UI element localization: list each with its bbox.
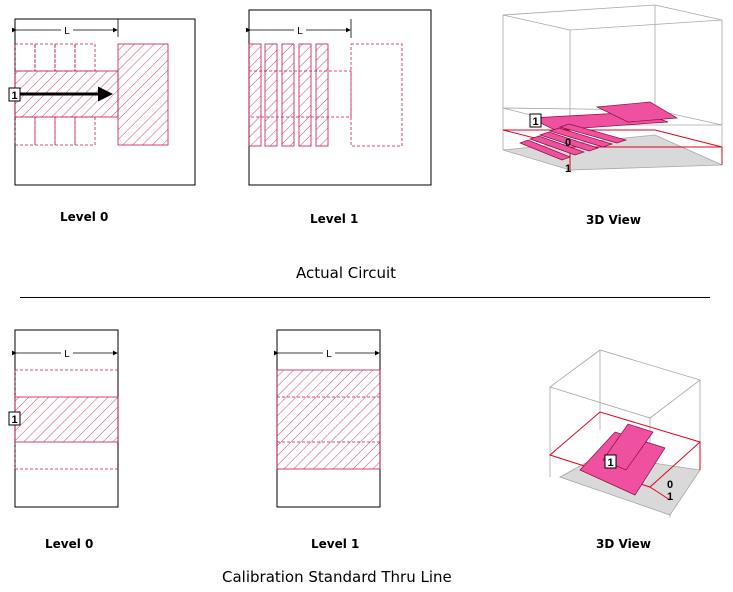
- dashed-lines: [277, 396, 380, 443]
- patch-pad: [117, 43, 169, 146]
- cal-level1-caption: Level 1: [311, 537, 360, 551]
- cal-level1-panel: L: [0, 0, 400, 520]
- actual-3d-caption: 3D View: [586, 213, 641, 227]
- dashed-lines: [14, 369, 118, 470]
- port-label: 1: [11, 414, 17, 426]
- dimension-l: L: [274, 347, 380, 360]
- port-label: 1: [11, 90, 17, 102]
- dimension-l: L: [246, 19, 352, 38]
- actual-3d-panel: 1 0 1: [0, 0, 733, 200]
- dimension-label: L: [64, 349, 70, 360]
- dimension-l: L: [12, 347, 118, 360]
- cal-level0-caption: Level 0: [45, 537, 94, 551]
- cal-3d-panel: 1 0 1: [548, 349, 701, 517]
- level0-label: 0: [667, 479, 673, 491]
- dimension-label: L: [297, 26, 303, 37]
- hatched-fingers: [248, 43, 329, 147]
- dimension-label: L: [326, 349, 332, 360]
- actual-level1-caption: Level 1: [310, 212, 359, 226]
- calibration-title: Calibration Standard Thru Line: [222, 568, 452, 586]
- actual-level1-panel: L: [0, 0, 440, 190]
- cal-level0-panel: L 1: [0, 0, 140, 520]
- port-label-3d: 1: [607, 457, 613, 469]
- actual-level0-panel: L 1: [0, 0, 200, 190]
- thru-line: [14, 396, 119, 443]
- metal-traces: [519, 101, 679, 161]
- actual-circuit-title: Actual Circuit: [296, 264, 397, 282]
- level0-label: 0: [565, 137, 571, 149]
- port-label-3d: 1: [532, 116, 538, 128]
- dimension-label: L: [64, 26, 70, 37]
- actual-level0-caption: Level 0: [60, 210, 109, 224]
- level1-label: 1: [667, 491, 673, 503]
- cal-3d-caption: 3D View: [596, 537, 651, 551]
- thru-line-hatched: [276, 369, 381, 470]
- section-divider: [20, 297, 710, 298]
- level1-label: 1: [565, 163, 571, 175]
- dimension-l: L: [12, 19, 119, 37]
